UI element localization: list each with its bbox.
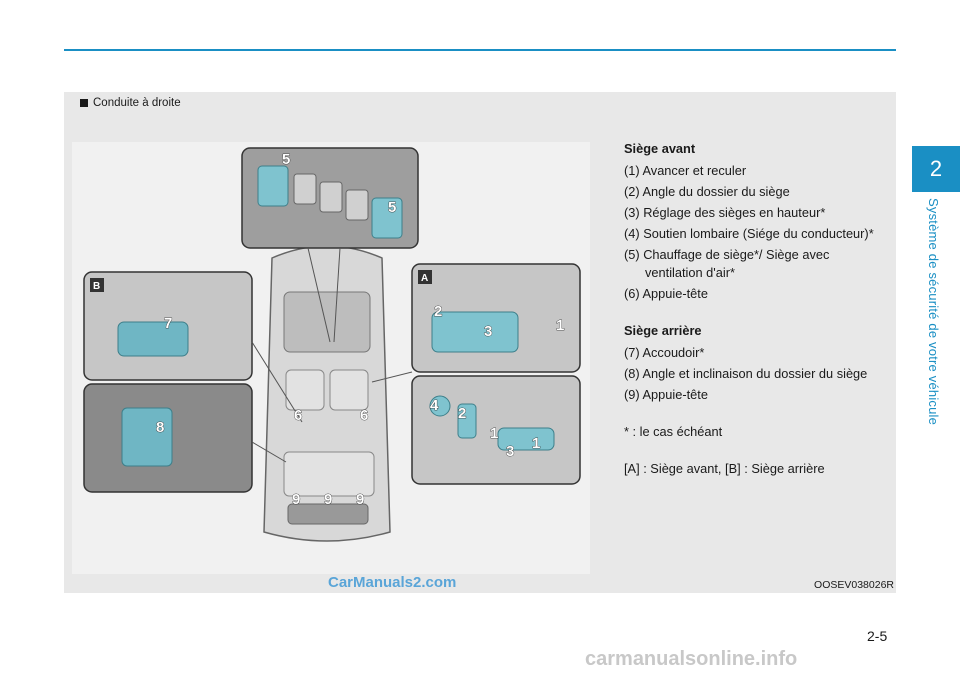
inset-b-rear-armrest: B 7 [83,271,253,381]
chapter-number-tab: 2 [912,146,960,192]
panel-label: Conduite à droite [80,97,181,109]
seat-diagram-svg: 5 5 B 7 8 A 2 3 1 [83,147,581,542]
callout-9-right: 9 [356,491,364,508]
figure-panel: Conduite à droite 5 5 [64,92,896,593]
callout-3-top: 3 [484,323,492,340]
callout-8: 8 [156,419,164,436]
inset-front-seat-controls: 4 2 1 3 1 [411,375,581,485]
callout-7: 7 [164,315,172,332]
watermark: CarManuals2.com [328,574,457,591]
square-bullet-icon [80,99,88,107]
footer-watermark: carmanualsonline.info [585,648,798,670]
front-item: (3) Réglage des sièges en hauteur* [624,205,826,220]
rear-item: (8) Angle et inclinaison du dossier du s… [624,366,868,381]
callout-6-right: 6 [360,407,368,424]
car-body [263,245,391,542]
figure-code: OOSEV038026R [814,579,894,591]
callout-2-top: 2 [434,303,442,320]
seat-illustration: 5 5 B 7 8 A 2 3 1 [72,142,590,574]
callout-1-bottom-b: 1 [532,435,540,452]
front-item: (2) Angle du dossier du siège [624,184,790,199]
inset-seat-switches: 5 5 [241,147,419,249]
panel-label-text: Conduite à droite [93,97,181,109]
callout-9-center: 9 [324,491,332,508]
callout-5-left: 5 [282,151,290,168]
callout-9-left: 9 [292,491,300,508]
seat-controls-text: Siège avant (1) Avancer et reculer (2) A… [624,140,889,481]
top-rule [64,49,896,51]
callout-3-bottom: 3 [506,443,514,460]
front-item: (4) Soutien lombaire (Siége du conducteu… [624,226,874,241]
front-item: (6) Appuie-tête [624,286,708,301]
callout-2-bottom: 2 [458,405,466,422]
callout-6-left: 6 [294,407,302,424]
inset-b-label: B [93,281,100,292]
callout-5-right: 5 [388,199,396,216]
rear-item: (9) Appuie-tête [624,387,708,402]
inset-rear-recline: 8 [83,383,253,493]
rear-item: (7) Accoudoir* [624,345,705,360]
front-seat-heading: Siège avant [624,141,696,156]
inset-a-front-seat: A 2 3 1 [411,263,581,373]
rear-seat-heading: Siège arrière [624,323,702,338]
leader-lines [251,247,413,463]
callout-1-bottom-a: 1 [490,425,498,442]
inset-a-label: A [421,273,428,284]
chapter-title: Système de sécurité de votre véhicule [926,198,941,426]
footnote: * : le cas échéant [624,424,723,439]
chapter-number: 2 [929,156,943,181]
page-number: 2-5 [867,628,888,644]
callout-4: 4 [430,397,439,414]
front-item: (1) Avancer et reculer [624,163,747,178]
callout-1-top: 1 [556,317,564,334]
legend: [A] : Siège avant, [B] : Siège arrière [624,461,825,476]
front-item: (5) Chauffage de siège*/ Siège avec vent… [624,247,830,280]
